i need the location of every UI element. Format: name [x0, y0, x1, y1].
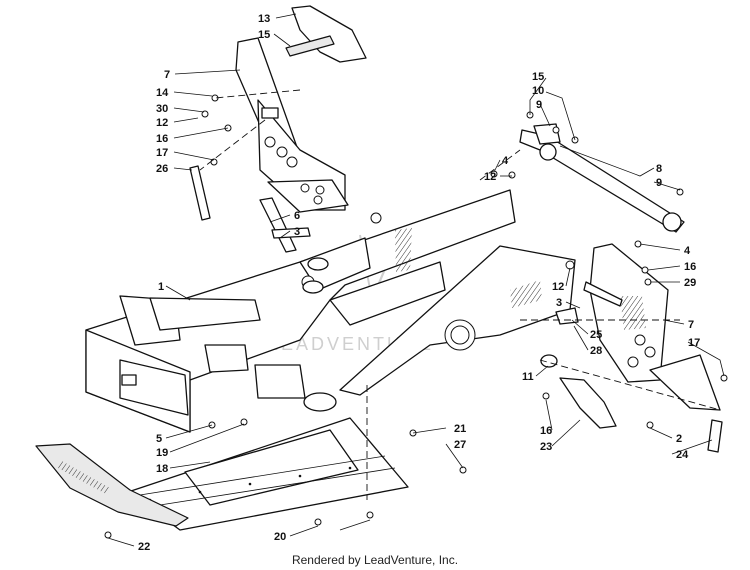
callout-23: 23 — [540, 441, 552, 453]
callout-22: 22 — [138, 541, 150, 553]
callout-16c: 16 — [540, 425, 552, 437]
callout-25: 25 — [590, 329, 602, 341]
footer-credit: Rendered by LeadVenture, Inc. — [291, 553, 459, 567]
front-skid — [35, 443, 189, 527]
callout-4b: 4 — [684, 245, 691, 257]
callout-14: 14 — [156, 87, 169, 99]
callout-12b: 12 — [484, 171, 496, 183]
callout-30: 30 — [156, 103, 168, 115]
alignment-lines — [199, 89, 721, 500]
callout-3b: 3 — [556, 297, 562, 309]
callout-13: 13 — [258, 13, 270, 25]
callout-1: 1 — [158, 281, 164, 293]
callout-17b: 17 — [688, 337, 700, 349]
leader-lines — [107, 13, 725, 547]
steering-cover — [285, 5, 367, 63]
callout-9b: 9 — [656, 177, 662, 189]
callout-6: 6 — [294, 210, 300, 222]
callout-24: 24 — [676, 449, 689, 461]
callout-12: 12 — [156, 117, 168, 129]
callout-19: 19 — [156, 447, 168, 459]
callout-28: 28 — [590, 345, 602, 357]
callout-labels: 13 15 7 14 30 12 16 17 26 15 10 9 4 12 8… — [138, 13, 700, 553]
callout-21: 21 — [454, 423, 466, 435]
front-frame — [119, 257, 337, 416]
callout-11: 11 — [522, 371, 534, 383]
steering-post-left — [189, 37, 349, 221]
callout-16: 16 — [156, 133, 168, 145]
callout-12c: 12 — [552, 281, 564, 293]
callout-10: 10 — [532, 85, 544, 97]
callout-18: 18 — [156, 463, 168, 475]
callout-20: 20 — [274, 531, 286, 543]
callout-17: 17 — [156, 147, 168, 159]
exploded-frame-diagram: LEADVENTURE — [35, 5, 728, 553]
callout-8: 8 — [656, 163, 662, 175]
callout-3: 3 — [294, 226, 300, 238]
hardware-bolts — [104, 94, 728, 539]
callout-5: 5 — [156, 433, 162, 445]
callout-4: 4 — [502, 155, 509, 167]
callout-16b: 16 — [684, 261, 696, 273]
callout-7: 7 — [164, 69, 170, 81]
callout-9: 9 — [536, 99, 542, 111]
rear-bracket — [540, 354, 723, 453]
callout-15b: 15 — [532, 71, 544, 83]
callout-15: 15 — [258, 29, 270, 41]
callout-2: 2 — [676, 433, 682, 445]
callout-26: 26 — [156, 163, 168, 175]
callout-7b: 7 — [688, 319, 694, 331]
callout-27: 27 — [454, 439, 466, 451]
callout-29: 29 — [684, 277, 696, 289]
steering-post-right — [555, 243, 721, 411]
